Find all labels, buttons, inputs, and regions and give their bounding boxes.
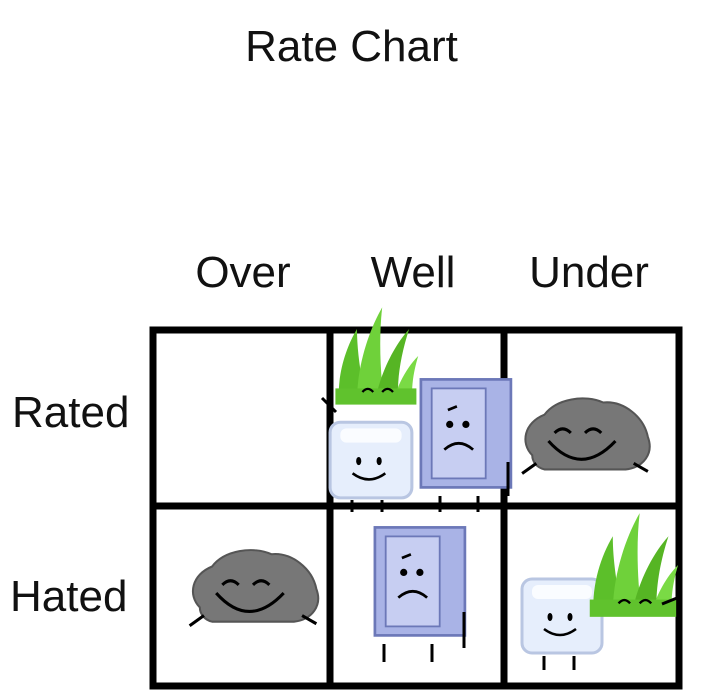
ice-cube-legs bbox=[542, 656, 576, 670]
cell-rated-well bbox=[320, 306, 513, 512]
door-legs bbox=[438, 462, 510, 512]
column-label-well: Well bbox=[370, 248, 456, 297]
column-label-under: Under bbox=[529, 248, 649, 297]
grass-arm bbox=[661, 594, 683, 606]
row-label-hated: Hated bbox=[10, 572, 128, 621]
rock-character-icon bbox=[188, 548, 320, 628]
row-label-rated: Rated bbox=[12, 388, 130, 437]
grass-character-icon bbox=[334, 306, 420, 406]
door-character-icon bbox=[419, 377, 513, 489]
door-legs bbox=[382, 612, 466, 662]
cell-hated-well bbox=[373, 525, 467, 662]
door-character-icon bbox=[373, 525, 467, 637]
rock-character-icon bbox=[520, 396, 652, 476]
chart-title: Rate Chart bbox=[245, 22, 458, 71]
column-label-over: Over bbox=[195, 248, 291, 297]
ice-cube-legs bbox=[320, 396, 384, 512]
cell-hated-under bbox=[520, 511, 683, 670]
ice-cube-character-icon bbox=[328, 420, 414, 500]
